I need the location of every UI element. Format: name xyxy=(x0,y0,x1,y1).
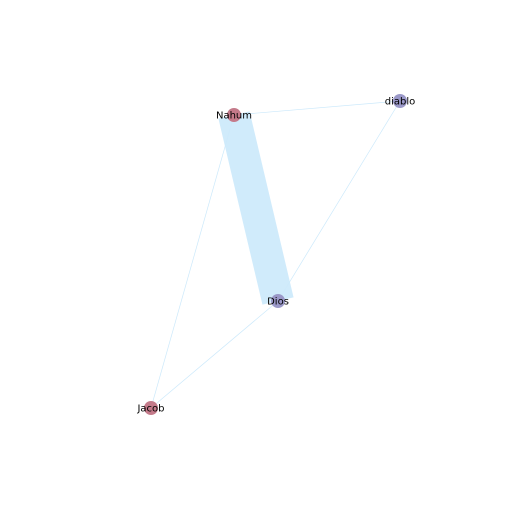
edge-dios-jacob xyxy=(150,300,279,409)
node-label-nahum: Nahum xyxy=(216,111,252,122)
node-label-dios: Dios xyxy=(267,297,289,308)
edges-layer xyxy=(150,100,401,409)
node-diablo xyxy=(393,94,407,108)
edge-nahum-diablo xyxy=(233,100,401,116)
edge-diablo-dios xyxy=(277,100,401,302)
node-label-jacob: Jacob xyxy=(136,404,164,415)
edge-nahum-jacob xyxy=(150,114,235,409)
node-nahum xyxy=(227,108,241,122)
node-label-diablo: diablo xyxy=(385,97,416,108)
edge-nahum-dios xyxy=(218,111,294,305)
node-jacob xyxy=(144,401,158,415)
node-dios xyxy=(271,294,285,308)
